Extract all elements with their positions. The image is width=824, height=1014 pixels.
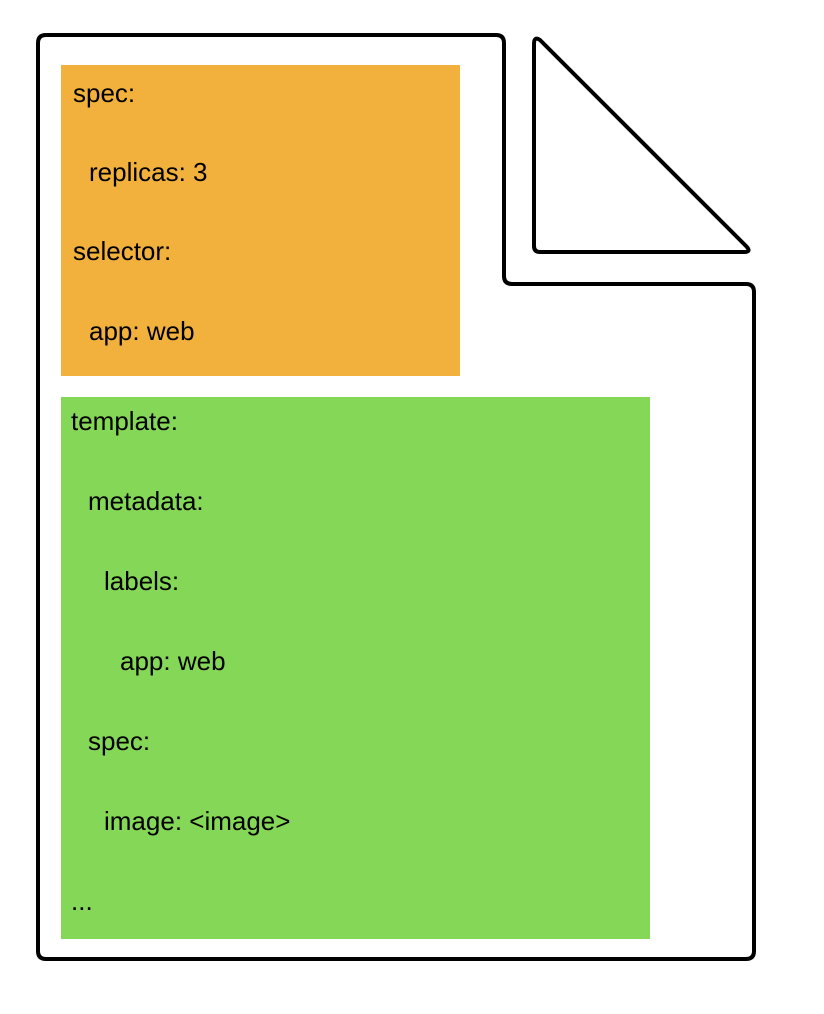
yaml-line: metadata:: [88, 486, 204, 516]
spec-block: spec: replicas: 3 selector: app: web: [61, 65, 460, 376]
yaml-line: app: web: [120, 646, 226, 676]
yaml-line: spec:: [88, 726, 151, 756]
yaml-line: replicas: 3: [89, 157, 208, 187]
template-block: template: metadata: labels: app: web spe…: [61, 397, 650, 939]
yaml-line: labels:: [104, 566, 180, 596]
yaml-line: template:: [71, 406, 178, 436]
yaml-line: ...: [71, 886, 93, 916]
folded-corner-triangle: [532, 36, 751, 254]
yaml-line: spec:: [73, 78, 136, 108]
yaml-line: app: web: [89, 316, 195, 346]
yaml-line: selector:: [73, 236, 172, 266]
yaml-line: image: <image>: [104, 806, 291, 836]
